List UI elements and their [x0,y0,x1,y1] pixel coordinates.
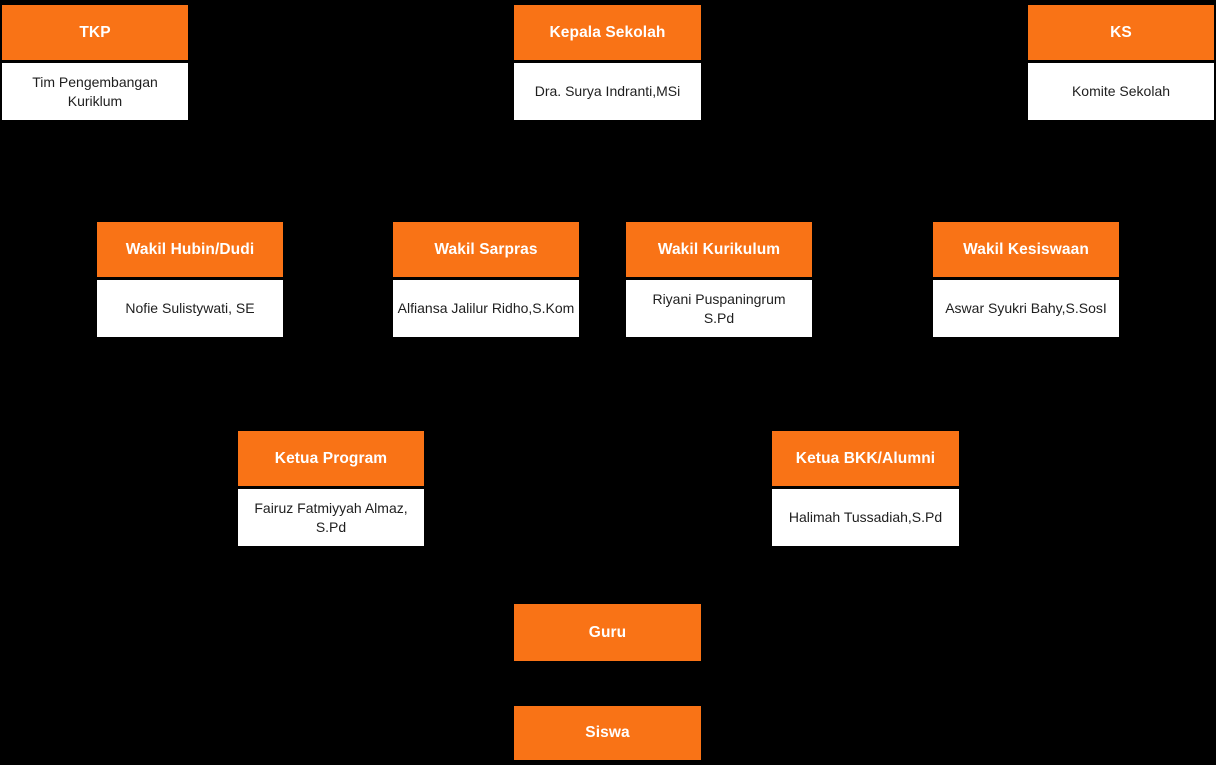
org-node-title: Ketua Program [238,431,424,486]
org-node-ketua-bkk-alumni: Ketua BKK/Alumni Halimah Tussadiah,S.Pd [772,431,959,546]
org-node-title: Ketua BKK/Alumni [772,431,959,486]
org-node-wakil-kesiswaan: Wakil Kesiswaan Aswar Syukri Bahy,S.SosI [933,222,1119,337]
org-node-wakil-kurikulum: Wakil Kurikulum Riyani Puspaningrum S.Pd [626,222,812,337]
org-node-title: Kepala Sekolah [514,5,701,60]
org-node-subtitle: Riyani Puspaningrum S.Pd [626,277,812,337]
org-node-subtitle: Nofie Sulistywati, SE [97,277,283,337]
org-node-siswa: Siswa [514,706,701,760]
org-node-subtitle: Aswar Syukri Bahy,S.SosI [933,277,1119,337]
org-node-title: Siswa [514,706,701,760]
org-node-subtitle: Dra. Surya Indranti,MSi [514,60,701,120]
org-node-title: TKP [2,5,188,60]
org-node-title: Wakil Hubin/Dudi [97,222,283,277]
org-node-tkp: TKP Tim Pengembangan Kuriklum [2,5,188,120]
org-node-title: KS [1028,5,1214,60]
org-node-subtitle: Halimah Tussadiah,S.Pd [772,486,959,546]
org-node-subtitle: Fairuz Fatmiyyah Almaz, S.Pd [238,486,424,546]
org-node-wakil-sarpras: Wakil Sarpras Alfiansa Jalilur Ridho,S.K… [393,222,579,337]
org-node-kepala-sekolah: Kepala Sekolah Dra. Surya Indranti,MSi [514,5,701,120]
org-node-subtitle: Tim Pengembangan Kuriklum [2,60,188,120]
org-node-ks: KS Komite Sekolah [1028,5,1214,120]
org-node-title: Guru [514,604,701,661]
org-node-wakil-hubin-dudi: Wakil Hubin/Dudi Nofie Sulistywati, SE [97,222,283,337]
org-node-subtitle: Alfiansa Jalilur Ridho,S.Kom [393,277,579,337]
org-node-title: Wakil Sarpras [393,222,579,277]
org-node-title: Wakil Kurikulum [626,222,812,277]
org-node-title: Wakil Kesiswaan [933,222,1119,277]
org-node-guru: Guru [514,604,701,661]
org-node-subtitle: Komite Sekolah [1028,60,1214,120]
org-node-ketua-program: Ketua Program Fairuz Fatmiyyah Almaz, S.… [238,431,424,546]
